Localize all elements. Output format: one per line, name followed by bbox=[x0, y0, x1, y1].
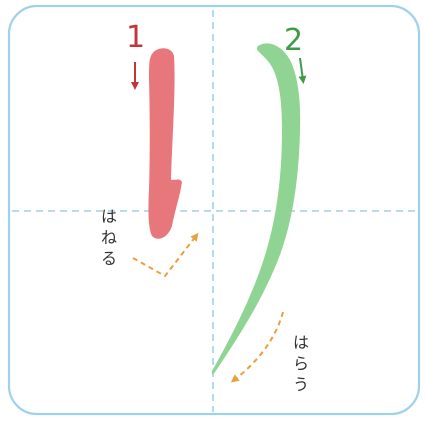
stroke-2 bbox=[211, 43, 301, 375]
stroke-1-number: 1 bbox=[126, 20, 145, 55]
harai-dashed-arrow bbox=[230, 311, 284, 383]
stroke-2-direction-arrow bbox=[298, 57, 307, 84]
practice-frame bbox=[7, 4, 421, 416]
stroke-2-number: 2 bbox=[284, 23, 303, 58]
hane-char-1: は bbox=[101, 207, 117, 226]
hane-label: は ね る bbox=[101, 207, 117, 268]
harai-char-1: は bbox=[293, 333, 309, 352]
hane-char-2: ね bbox=[101, 228, 117, 247]
harai-char-3: う bbox=[293, 375, 309, 394]
harai-label: は ら う bbox=[293, 333, 309, 394]
harai-char-2: ら bbox=[293, 354, 309, 373]
hane-char-3: る bbox=[101, 249, 117, 268]
hane-dashed-arrow bbox=[132, 232, 199, 278]
stroke-1 bbox=[148, 48, 182, 239]
